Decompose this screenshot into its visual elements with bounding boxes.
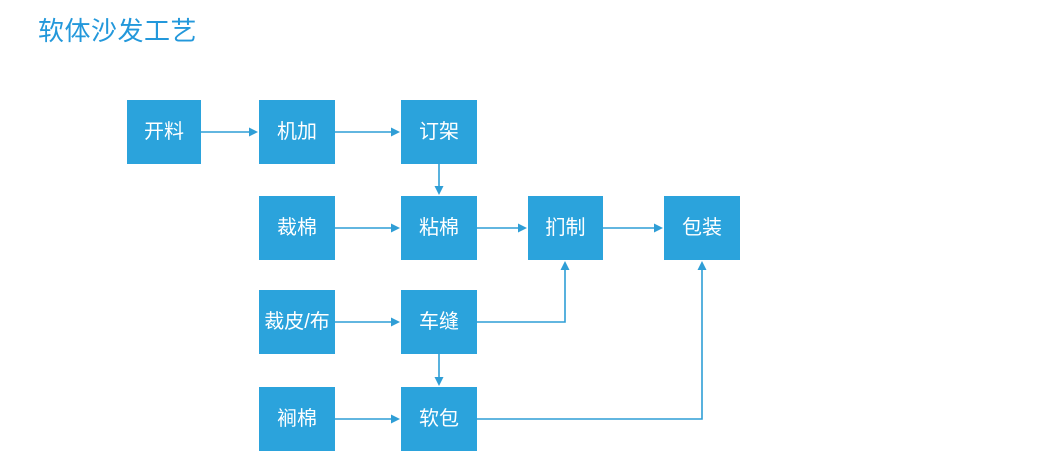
flow-edge-caimian-zhanmian [335, 223, 400, 233]
flow-edge-dingjia-zhanmian [434, 164, 444, 195]
arrowhead-icon [391, 414, 400, 424]
flow-node-label: 包装 [682, 216, 722, 239]
arrowhead-icon [391, 127, 400, 137]
flow-node-label: 裁皮/布 [264, 310, 330, 333]
arrowhead-icon [697, 261, 707, 270]
flow-node-label: 软包 [419, 407, 459, 430]
flow-node-ruanbao: 软包 [401, 387, 477, 451]
flow-node-chefeng: 车缝 [401, 290, 477, 354]
flow-node-menzhi: 扪制 [528, 196, 603, 260]
flow-node-jijia: 机加 [259, 100, 335, 164]
flow-edge-ruanbao-baozhuang [477, 261, 707, 420]
arrowhead-icon [434, 186, 444, 195]
flow-edge-zhanmian-menzhi [477, 223, 527, 233]
flow-node-label: 开料 [144, 120, 184, 143]
flow-node-kailiao: 开料 [127, 100, 201, 164]
arrowhead-icon [434, 377, 444, 386]
flow-node-label: 车缝 [419, 310, 459, 333]
flow-edge-jianmian-ruanbao [335, 414, 400, 424]
flow-node-jianmian: 裥棉 [259, 387, 335, 451]
flow-node-label: 粘棉 [419, 216, 459, 239]
flow-edge-menzhi-baozhuang [603, 223, 663, 233]
flow-node-dingjia: 订架 [401, 100, 477, 164]
flow-node-label: 裥棉 [277, 407, 317, 430]
flow-node-zhanmian: 粘棉 [401, 196, 477, 260]
flow-edge-chefeng-menzhi [477, 261, 570, 323]
flow-edge-kailiao-jijia [201, 127, 258, 137]
flow-edge-chefeng-ruanbao [434, 354, 444, 386]
arrowhead-icon [391, 223, 400, 233]
flow-edge-caipibu-chefeng [335, 317, 400, 327]
arrowhead-icon [518, 223, 527, 233]
flow-node-baozhuang: 包装 [664, 196, 740, 260]
flow-node-label: 订架 [419, 120, 459, 143]
arrowhead-icon [249, 127, 258, 137]
flow-node-label: 裁棉 [277, 216, 317, 239]
flow-node-label: 扪制 [546, 216, 586, 239]
arrowhead-icon [654, 223, 663, 233]
arrowhead-icon [391, 317, 400, 327]
flow-node-caipibu: 裁皮/布 [259, 290, 335, 354]
flow-edge-jijia-dingjia [335, 127, 400, 137]
flow-node-caimian: 裁棉 [259, 196, 335, 260]
diagram-title: 软体沙发工艺 [38, 16, 198, 46]
flow-node-label: 机加 [277, 120, 317, 143]
arrowhead-icon [560, 261, 570, 270]
